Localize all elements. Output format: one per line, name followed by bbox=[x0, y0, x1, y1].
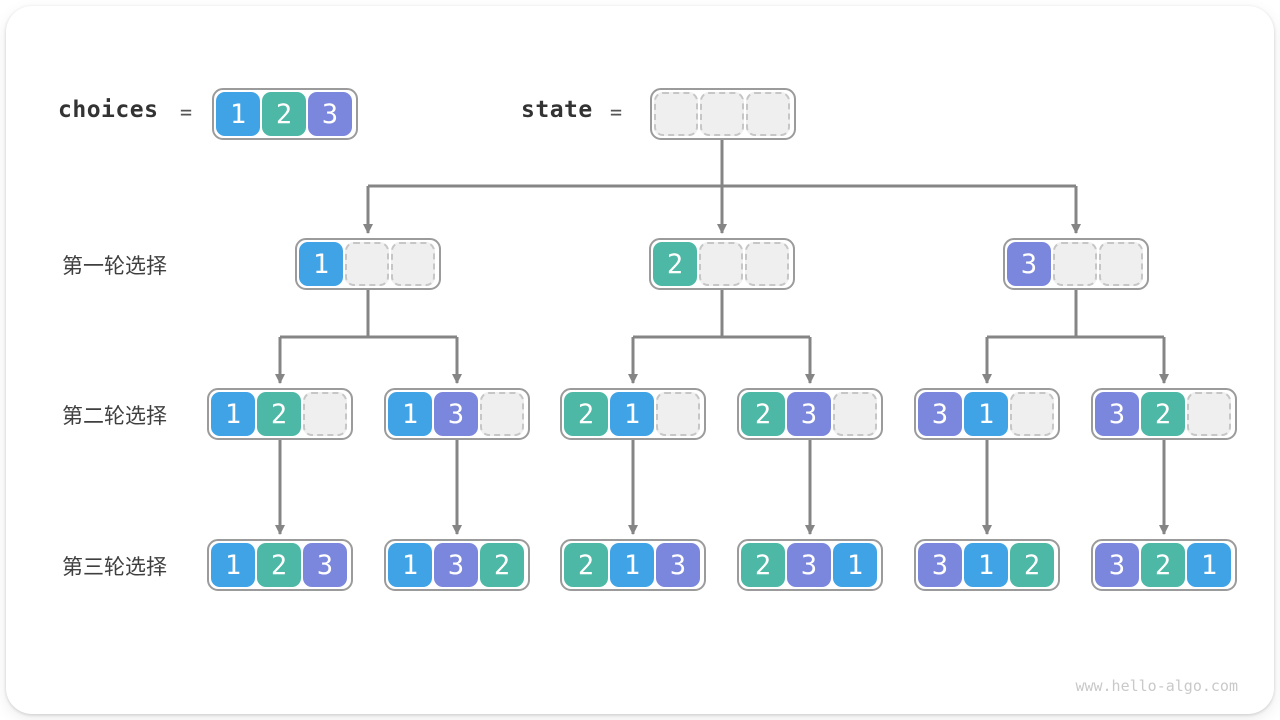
cell-value-1: 1 bbox=[388, 543, 432, 587]
row-label-round-1: 第一轮选择 bbox=[62, 255, 167, 278]
cell-value-2: 2 bbox=[653, 242, 697, 286]
cell-value-1: 1 bbox=[610, 392, 654, 436]
cell-value-3: 3 bbox=[787, 392, 831, 436]
cell-empty bbox=[1187, 392, 1231, 436]
state-equals-sign: = bbox=[610, 100, 623, 124]
cell-empty bbox=[1099, 242, 1143, 286]
cell-empty bbox=[345, 242, 389, 286]
row-label-round-3: 第三轮选择 bbox=[62, 556, 167, 579]
state-box-round1-1: 1 bbox=[295, 238, 441, 290]
cell-value-3: 3 bbox=[434, 392, 478, 436]
cell-empty bbox=[1010, 392, 1054, 436]
cell-value-2: 2 bbox=[564, 392, 608, 436]
cell-empty bbox=[656, 392, 700, 436]
cell-value-1: 1 bbox=[211, 392, 255, 436]
cell-value-1: 1 bbox=[299, 242, 343, 286]
cell-empty bbox=[654, 92, 698, 136]
cell-value-2: 2 bbox=[1010, 543, 1054, 587]
cell-value-1: 1 bbox=[388, 392, 432, 436]
cell-empty bbox=[745, 242, 789, 286]
cell-empty bbox=[833, 392, 877, 436]
cell-value-3: 3 bbox=[656, 543, 700, 587]
cell-value-3: 3 bbox=[303, 543, 347, 587]
state-box-round1-3: 3 bbox=[1003, 238, 1149, 290]
cell-value-3: 3 bbox=[1007, 242, 1051, 286]
cell-empty bbox=[746, 92, 790, 136]
cell-value-2: 2 bbox=[257, 543, 301, 587]
state-box bbox=[650, 88, 796, 140]
cell-value-2: 2 bbox=[262, 92, 306, 136]
cell-value-3: 3 bbox=[918, 392, 962, 436]
cell-value-3: 3 bbox=[1095, 392, 1139, 436]
cell-value-3: 3 bbox=[308, 92, 352, 136]
cell-value-2: 2 bbox=[564, 543, 608, 587]
cell-value-3: 3 bbox=[918, 543, 962, 587]
cell-value-3: 3 bbox=[434, 543, 478, 587]
cell-value-2: 2 bbox=[741, 392, 785, 436]
cell-value-1: 1 bbox=[833, 543, 877, 587]
cell-value-1: 1 bbox=[964, 392, 1008, 436]
choices-equals-sign: = bbox=[180, 100, 193, 124]
cell-value-1: 1 bbox=[964, 543, 1008, 587]
cell-value-3: 3 bbox=[787, 543, 831, 587]
cell-value-1: 1 bbox=[216, 92, 260, 136]
cell-empty bbox=[303, 392, 347, 436]
cell-empty bbox=[700, 92, 744, 136]
cell-empty bbox=[391, 242, 435, 286]
choices-label: choices bbox=[58, 97, 159, 123]
state-label: state bbox=[521, 97, 593, 123]
cell-value-1: 1 bbox=[610, 543, 654, 587]
cell-value-1: 1 bbox=[1187, 543, 1231, 587]
row-label-round-2: 第二轮选择 bbox=[62, 405, 167, 428]
cell-value-2: 2 bbox=[1141, 392, 1185, 436]
state-box-round1-2: 2 bbox=[649, 238, 795, 290]
cell-empty bbox=[699, 242, 743, 286]
cell-value-2: 2 bbox=[741, 543, 785, 587]
cell-value-3: 3 bbox=[1095, 543, 1139, 587]
cell-empty bbox=[1053, 242, 1097, 286]
cell-value-2: 2 bbox=[257, 392, 301, 436]
cell-value-1: 1 bbox=[211, 543, 255, 587]
watermark: www.hello-algo.com bbox=[1075, 677, 1238, 695]
cell-value-2: 2 bbox=[480, 543, 524, 587]
cell-value-2: 2 bbox=[1141, 543, 1185, 587]
cell-empty bbox=[480, 392, 524, 436]
